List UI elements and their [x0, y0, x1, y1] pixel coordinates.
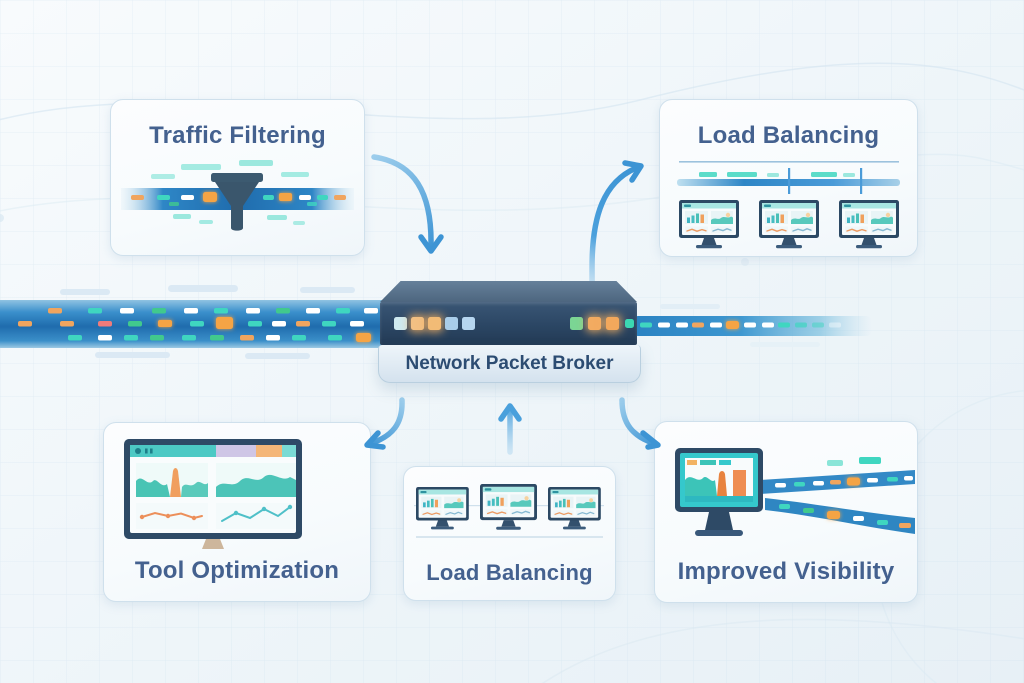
card-tool-optimization: Tool Optimization	[103, 422, 371, 602]
port-led	[625, 319, 634, 328]
card-traffic-filtering: Traffic Filtering	[110, 99, 365, 256]
port-led	[588, 317, 601, 330]
funnel-filter-icon	[121, 160, 354, 231]
funnel-glyph	[211, 173, 263, 231]
card-load-balancing-bottom: Load Balancing	[403, 466, 616, 601]
teal-monitor	[675, 448, 763, 536]
device-label: Network Packet Broker	[405, 352, 614, 374]
card-title: Load Balancing	[697, 122, 880, 149]
card-title: Improved Visibility	[677, 558, 895, 585]
packets-left	[18, 308, 378, 342]
card-title: Load Balancing	[426, 560, 593, 585]
divider	[416, 536, 603, 538]
motion-streak	[245, 353, 310, 359]
motion-streak	[168, 285, 238, 292]
card-load-balancing-top: Load Balancing	[659, 99, 918, 257]
monitor-with-stream-icon	[675, 448, 915, 536]
port-led	[428, 317, 441, 330]
port-led	[462, 317, 475, 330]
card-title: Traffic Filtering	[149, 122, 326, 149]
port-led	[606, 317, 619, 330]
port-led	[570, 317, 583, 330]
card-title: Tool Optimization	[134, 557, 340, 584]
data-stream-right	[632, 316, 872, 336]
port-led	[411, 317, 424, 330]
three-monitors-icon	[414, 483, 604, 531]
motion-streak	[660, 304, 720, 309]
network-packet-broker-device	[380, 302, 637, 345]
distributed-monitors-icon	[677, 161, 900, 249]
motion-streak	[95, 352, 170, 358]
motion-streak	[60, 289, 110, 295]
card-improved-visibility: Improved Visibility	[654, 421, 918, 603]
motion-streak	[750, 342, 820, 347]
analytics-monitor-icon	[124, 439, 302, 549]
motion-streak	[300, 287, 355, 293]
device-label-plate: Network Packet Broker	[378, 345, 641, 383]
stream-packets	[775, 476, 913, 528]
device-top-face	[380, 281, 637, 302]
port-led	[394, 317, 407, 330]
data-stream-left	[0, 300, 395, 348]
packets-right	[640, 321, 841, 329]
port-led	[445, 317, 458, 330]
